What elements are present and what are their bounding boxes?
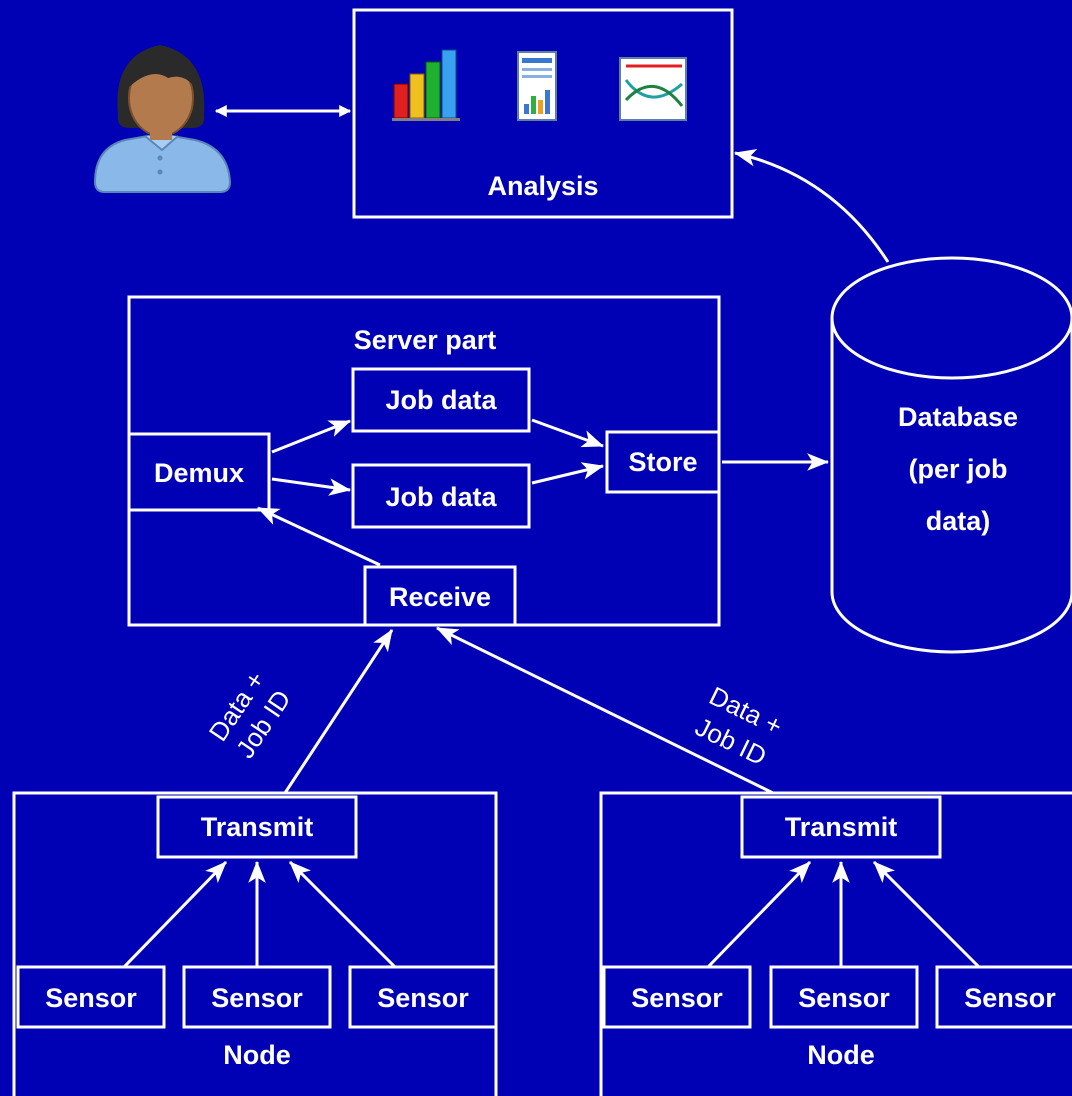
user-avatar-icon <box>93 45 232 193</box>
left-sensor-1-box[interactable] <box>16 965 166 1029</box>
line-chart-icon <box>619 57 687 121</box>
database-cylinder[interactable] <box>830 256 1072 654</box>
report-icon <box>517 51 557 121</box>
right-sensor-3-label: Sensor <box>964 983 1056 1013</box>
server-part-title: Server part <box>354 325 497 355</box>
left-node-title: Node <box>223 1040 291 1070</box>
demux-to-job-data-bottom-arrow <box>271 477 352 496</box>
right-sensor-2-label: Sensor <box>798 983 890 1013</box>
job-data-bottom-label: Job data <box>385 482 497 512</box>
job-data-top-label: Job data <box>385 385 497 415</box>
database-label-line-1: Database <box>898 402 1018 432</box>
store-label: Store <box>628 447 697 477</box>
job-data-top-to-store-arrow <box>531 418 605 448</box>
left-node-to-receive-arrow <box>283 629 394 794</box>
right-sensor-3-arrow <box>872 860 981 969</box>
right-node-title: Node <box>807 1040 875 1070</box>
left-transmit-label: Transmit <box>201 812 314 842</box>
job-data-top-box[interactable] <box>351 367 531 433</box>
left-transmit-box[interactable] <box>156 795 358 859</box>
right-node-to-receive-arrow <box>436 626 774 795</box>
right-sensor-1-label: Sensor <box>631 983 723 1013</box>
bar-chart-icon <box>392 49 460 121</box>
job-data-bottom-box[interactable] <box>351 463 531 529</box>
left-sensor-2-label: Sensor <box>211 983 303 1013</box>
demux-label: Demux <box>154 458 244 488</box>
right-sensor-3-box[interactable] <box>935 965 1072 1029</box>
demux-box[interactable] <box>127 432 271 512</box>
receive-to-demux-arrow <box>257 506 381 567</box>
left-sensor-1-label: Sensor <box>45 983 137 1013</box>
left-sensor-3-arrow <box>288 860 397 969</box>
right-sensor-1-box[interactable] <box>602 965 752 1029</box>
left-sensor-2-box[interactable] <box>182 965 332 1029</box>
left-sensor-3-label: Sensor <box>377 983 469 1013</box>
right-transmit-label: Transmit <box>785 812 898 842</box>
right-node-box[interactable] <box>599 791 1072 1096</box>
database-label-line-2: (per job <box>909 454 1008 484</box>
receive-label: Receive <box>389 582 491 612</box>
analysis-box[interactable] <box>352 8 734 219</box>
left-sensor-1-arrow <box>122 860 228 969</box>
demux-to-job-data-top-arrow <box>271 419 352 454</box>
job-data-bottom-to-store-arrow <box>531 462 605 485</box>
left-edge-label: Data + Job ID <box>203 666 297 764</box>
receive-box[interactable] <box>363 565 517 627</box>
store-box[interactable] <box>605 430 721 494</box>
right-transmit-box[interactable] <box>740 795 942 859</box>
database-label-line-3: data) <box>926 506 991 536</box>
right-sensor-1-arrow <box>706 860 812 969</box>
right-sensor-2-box[interactable] <box>769 965 919 1029</box>
left-sensor-3-box[interactable] <box>348 965 498 1029</box>
analysis-title: Analysis <box>487 171 598 201</box>
left-node-box[interactable] <box>12 791 498 1096</box>
database-to-analysis-arrow <box>733 149 890 263</box>
